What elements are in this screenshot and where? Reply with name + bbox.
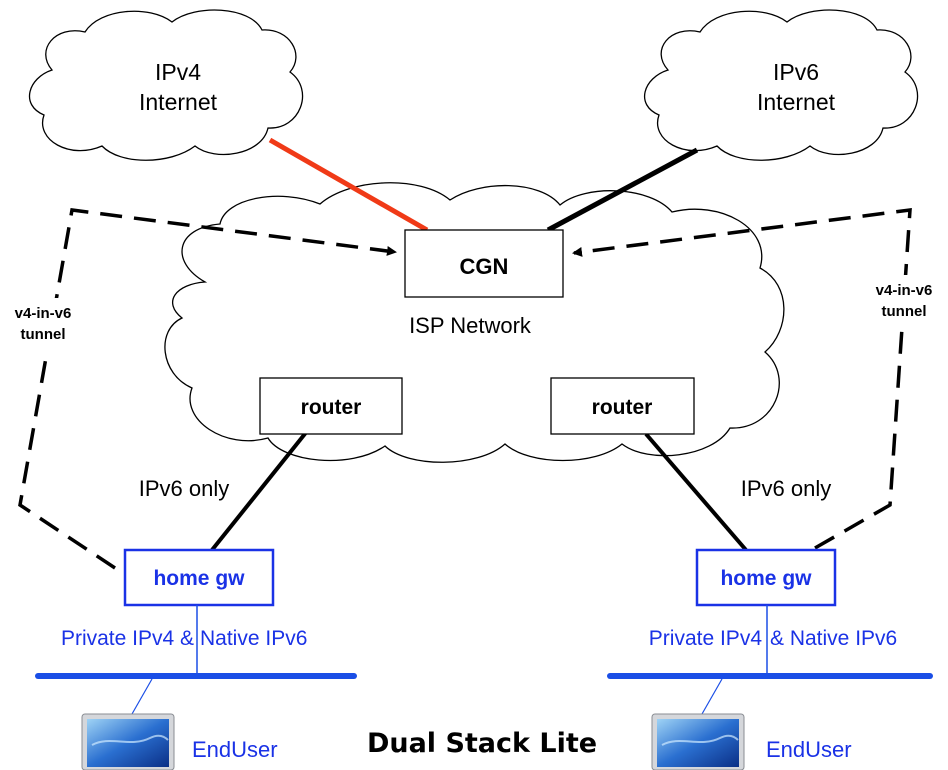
ipv6-only-link-left <box>210 428 310 552</box>
tunnel-left-label-2: tunnel <box>21 326 66 343</box>
isp-network-label: ISP Network <box>409 313 532 338</box>
lan-label-native-right: & Native IPv6 <box>770 627 897 650</box>
ipv6-internet-label-2: Internet <box>757 89 836 115</box>
enduser-label-left: EndUser <box>192 737 278 762</box>
router-box-left <box>259 377 403 435</box>
router-label-left: router <box>301 396 362 419</box>
laptop-link-right <box>701 678 723 715</box>
tunnel-right-label-2: tunnel <box>882 303 927 320</box>
home-gw-box-left <box>123 548 275 607</box>
ipv4-internet-label-2: Internet <box>139 89 218 115</box>
cgn-box <box>404 229 564 298</box>
ipv6-link <box>546 147 699 233</box>
home-gw-box-right <box>695 548 837 607</box>
home-gw-label-right: home gw <box>720 567 812 590</box>
laptop-icon <box>651 713 745 770</box>
lan-label-private-right: Private IPv4 <box>649 627 763 650</box>
ipv6-only-label-right: IPv6 only <box>741 476 832 501</box>
router-label-right: router <box>592 396 653 419</box>
ipv4-link <box>268 137 429 233</box>
home-gw-label-left: home gw <box>153 567 245 590</box>
ipv6-only-link-right <box>644 432 748 552</box>
diagram-title: Dual Stack Lite <box>367 728 597 759</box>
router-box-right <box>550 377 695 435</box>
ipv6-internet-label: IPv6 <box>773 59 819 85</box>
cgn-label: CGN <box>460 254 509 279</box>
lan-label-private-left: Private IPv4 & <box>61 627 194 650</box>
tunnel-right-label: v4-in-v6 <box>876 282 933 299</box>
ipv6-only-label-left: IPv6 only <box>139 476 230 501</box>
laptop-icon <box>81 713 175 770</box>
enduser-label-right: EndUser <box>766 737 852 762</box>
ipv4-internet-label: IPv4 <box>155 59 201 85</box>
laptop-link-left <box>131 678 153 715</box>
tunnel-left-label: v4-in-v6 <box>15 305 72 322</box>
ipv4-internet-cloud <box>28 9 304 161</box>
ipv6-internet-cloud <box>643 9 919 161</box>
tunnel-right <box>572 207 912 550</box>
lan-label-native-left: Native IPv6 <box>200 627 307 650</box>
